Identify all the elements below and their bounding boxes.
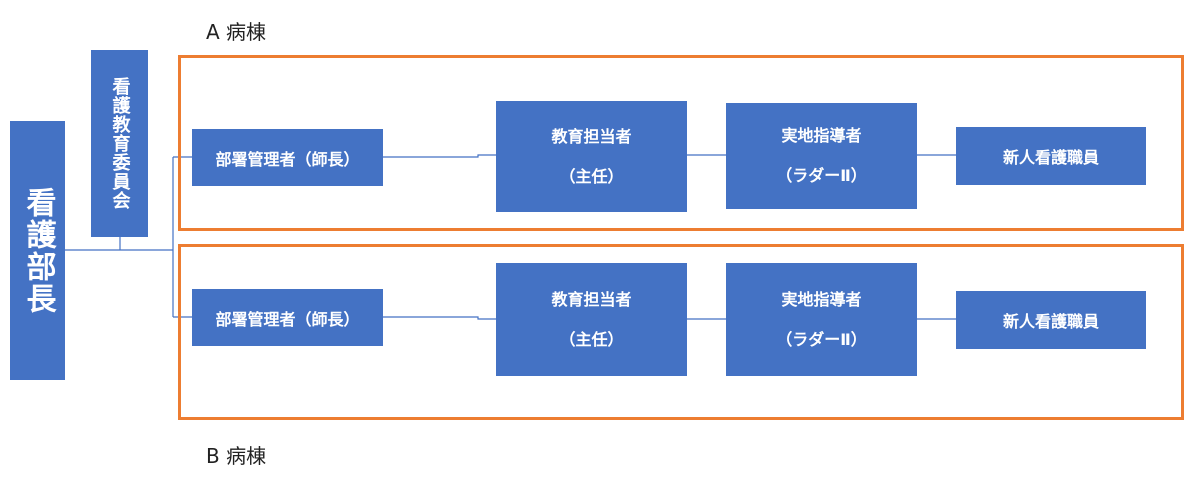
- ward-a-educator-role: （主任）: [559, 166, 624, 186]
- ward-a-preceptor-box: 実地指導者 （ラダーⅡ）: [726, 103, 917, 209]
- ward-b-educator-title: 教育担当者: [551, 289, 632, 309]
- ward-a-educator-title: 教育担当者: [551, 126, 632, 146]
- ward-b-frame: [178, 244, 1184, 420]
- ward-a-educator-box: 教育担当者 （主任）: [496, 101, 687, 212]
- ward-a-newnurse-box: 新人看護職員: [956, 127, 1146, 185]
- ward-b-educator-box: 教育担当者 （主任）: [496, 263, 687, 376]
- ward-b-educator-role: （主任）: [559, 329, 624, 349]
- ward-a-preceptor-role: （ラダーⅡ）: [776, 166, 867, 185]
- ward-b-preceptor-title: 実地指導者: [781, 289, 862, 309]
- nursing-director-box: 看護部長: [10, 121, 65, 380]
- ward-b-manager-box: 部署管理者（師長）: [192, 289, 383, 346]
- ward-a-frame: [178, 55, 1184, 231]
- ward-a-manager-educator-link: [383, 154, 496, 158]
- ward-b-newnurse-box: 新人看護職員: [956, 291, 1146, 349]
- ward-a-preceptor-title: 実地指導者: [781, 126, 862, 145]
- ward-a-manager-box: 部署管理者（師長）: [192, 129, 383, 186]
- ward-b-label: B 病棟: [206, 444, 267, 468]
- ward-b-manager-educator-link: [383, 316, 496, 320]
- ward-b-preceptor-role: （ラダーⅡ）: [776, 329, 867, 349]
- ward-b-preceptor-box: 実地指導者 （ラダーⅡ）: [726, 263, 917, 376]
- education-committee-box: 看護教育委員会: [91, 50, 148, 237]
- ward-a-label: A 病棟: [206, 20, 267, 44]
